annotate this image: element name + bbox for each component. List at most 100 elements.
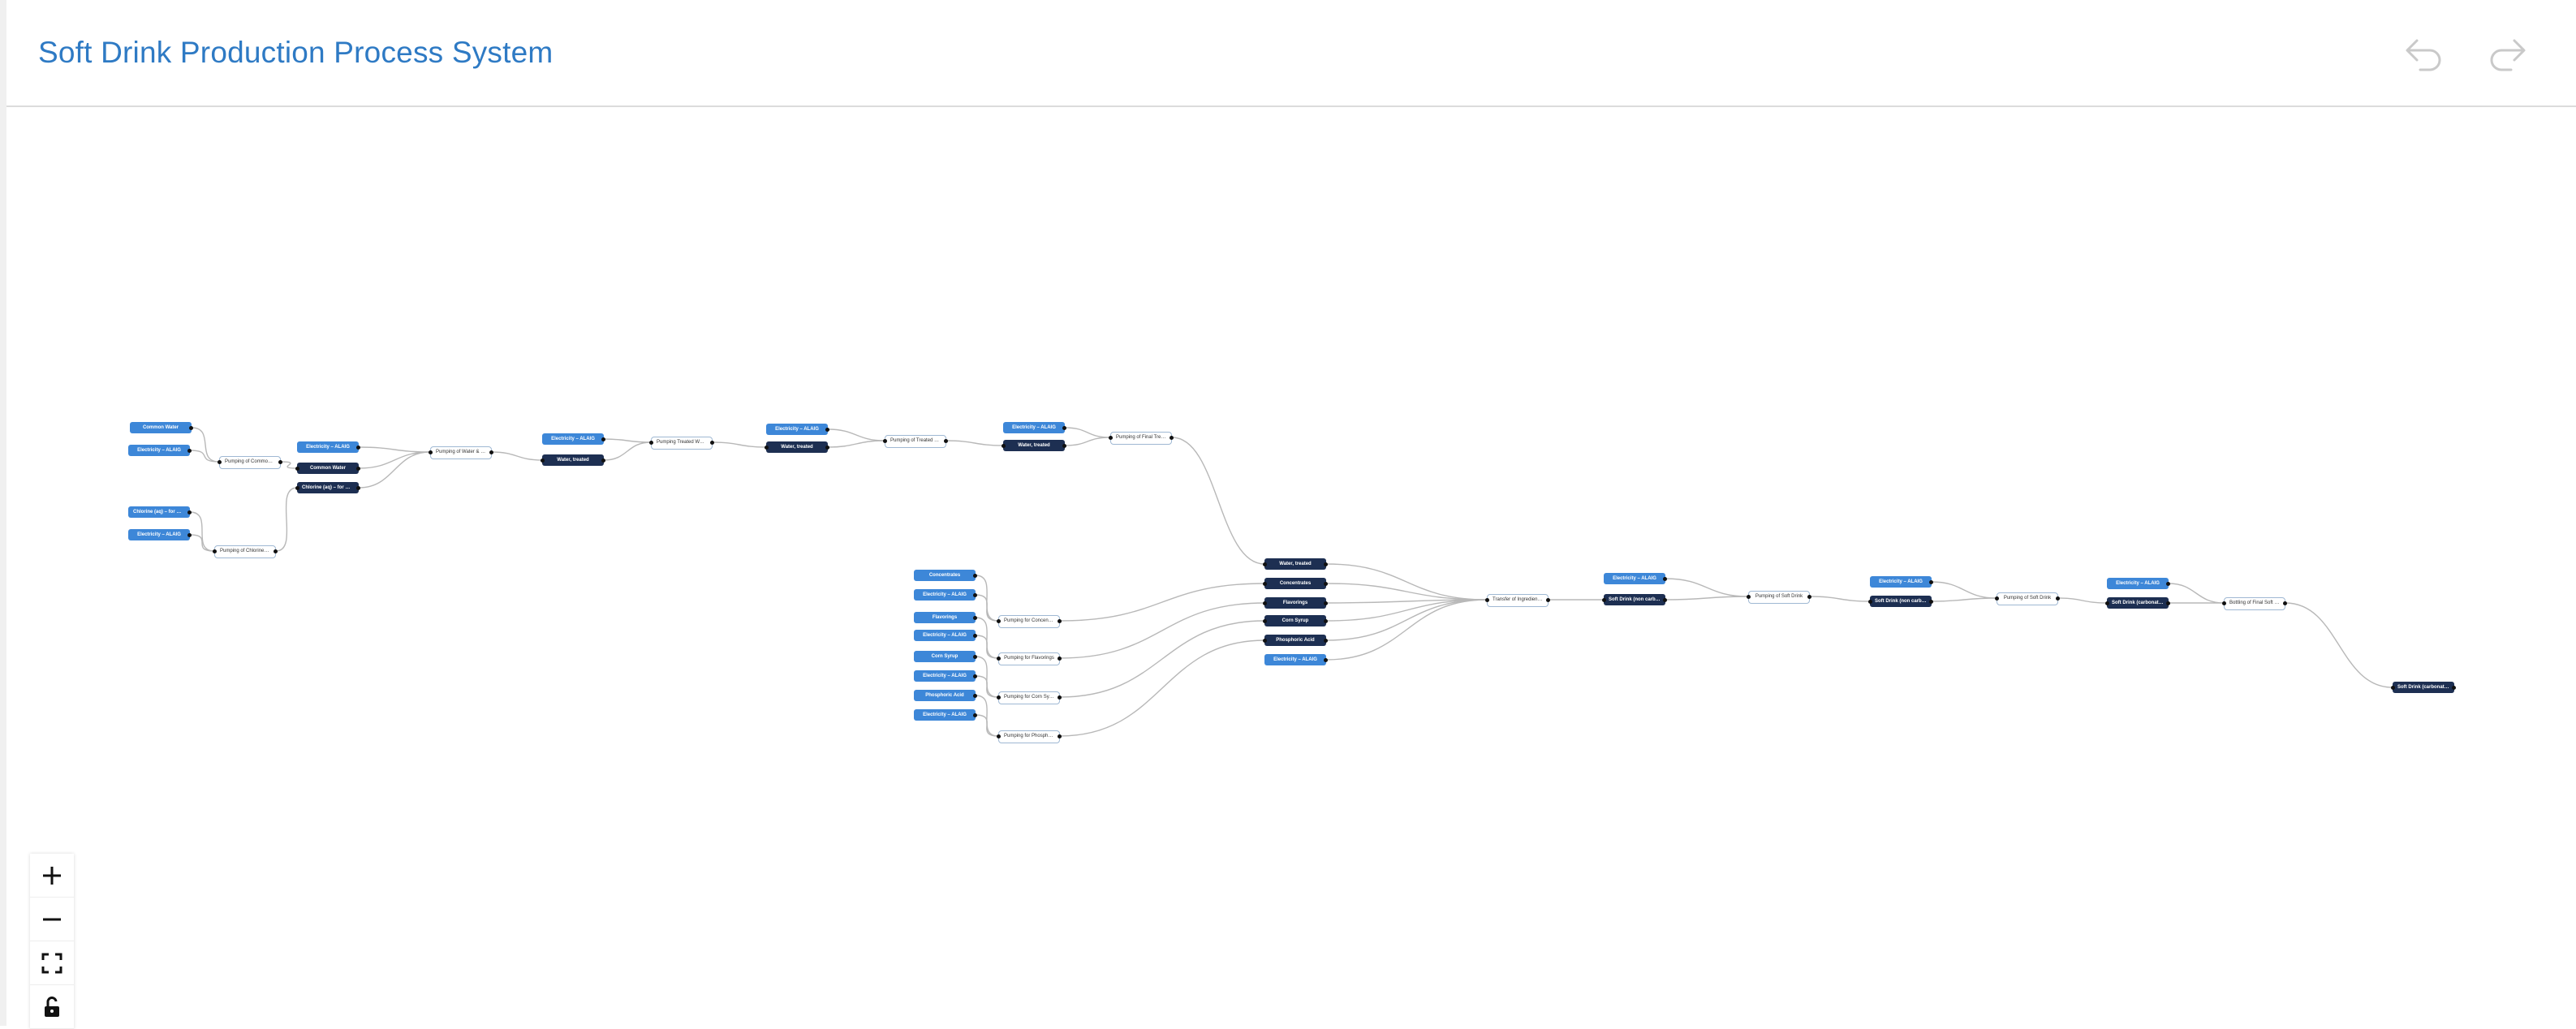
flow-node[interactable]: Water, treated — [1264, 558, 1326, 570]
input-port[interactable] — [1109, 435, 1113, 440]
process-node[interactable]: Pumping of Soft Drink — [1997, 592, 2058, 605]
resource-node[interactable]: Common Water — [130, 422, 192, 433]
output-port[interactable] — [1324, 638, 1328, 643]
output-port[interactable] — [1058, 618, 1062, 623]
edge[interactable] — [1325, 599, 1488, 641]
edge[interactable] — [1059, 639, 1265, 737]
resource-node[interactable]: Corn Syrup — [914, 651, 976, 662]
output-port[interactable] — [1663, 576, 1667, 581]
edge[interactable] — [1665, 578, 1749, 597]
output-port[interactable] — [710, 440, 714, 445]
fit-view-button[interactable] — [30, 941, 74, 985]
resource-node[interactable]: Electricity – ALAIG — [542, 433, 604, 445]
output-port[interactable] — [1663, 597, 1667, 602]
process-node[interactable]: Pumping of Common Water — [219, 456, 281, 469]
output-port[interactable] — [1058, 734, 1062, 738]
flow-node[interactable]: Soft Drink (carbonated) — [2393, 682, 2454, 693]
process-node[interactable]: Pumping of Treated Water — [885, 435, 946, 448]
edge[interactable] — [491, 451, 543, 461]
edge[interactable] — [975, 617, 999, 659]
output-port[interactable] — [1062, 425, 1066, 430]
output-port[interactable] — [2166, 601, 2170, 605]
output-port[interactable] — [601, 458, 605, 463]
resource-node[interactable]: Flavorings — [914, 612, 976, 623]
output-port[interactable] — [973, 615, 977, 620]
output-port[interactable] — [278, 459, 282, 464]
edge[interactable] — [946, 440, 1004, 446]
input-port[interactable] — [997, 734, 1001, 738]
edge[interactable] — [1171, 437, 1265, 565]
output-port[interactable] — [274, 549, 278, 553]
resource-node[interactable]: Electricity – ALAIG — [1003, 422, 1065, 433]
edge[interactable] — [189, 450, 220, 463]
output-port[interactable] — [973, 713, 977, 717]
edge[interactable] — [712, 441, 767, 448]
edge[interactable] — [975, 695, 999, 737]
edge[interactable] — [975, 635, 999, 659]
input-port[interactable] — [1263, 601, 1267, 605]
flow-node[interactable]: Phosphoric Acid — [1264, 635, 1326, 646]
resource-node[interactable]: Electricity – ALAIG — [914, 630, 976, 641]
resource-node[interactable]: Chlorine (aq) – for water treatment — [128, 506, 190, 518]
edge[interactable] — [1325, 563, 1488, 601]
edge[interactable] — [1325, 583, 1488, 601]
edge[interactable] — [280, 461, 298, 469]
process-node[interactable]: Pumping Treated Water — [651, 437, 713, 450]
resource-node[interactable]: Electricity – ALAIG — [914, 670, 976, 682]
output-port[interactable] — [825, 445, 829, 450]
lock-toggle-button[interactable] — [30, 985, 74, 1029]
output-port[interactable] — [2283, 601, 2287, 605]
output-port[interactable] — [1929, 579, 1933, 584]
input-port[interactable] — [1263, 618, 1267, 623]
flow-node[interactable]: Concentrates — [1264, 578, 1326, 589]
edge[interactable] — [975, 675, 999, 698]
input-port[interactable] — [997, 656, 1001, 661]
flow-node[interactable]: Water, treated — [542, 454, 604, 466]
edge[interactable] — [1931, 597, 1997, 602]
edge[interactable] — [1064, 427, 1111, 438]
process-node[interactable]: Pumping of Water & Chlorine — [430, 446, 492, 459]
resource-node[interactable]: Electricity – ALAIG — [2107, 578, 2169, 589]
output-port[interactable] — [1324, 581, 1328, 586]
output-port[interactable] — [1324, 562, 1328, 566]
output-port[interactable] — [601, 437, 605, 441]
output-port[interactable] — [489, 450, 493, 454]
flow-node[interactable]: Common Water — [297, 463, 359, 474]
input-port[interactable] — [2105, 601, 2109, 605]
output-port[interactable] — [356, 445, 360, 450]
zoom-out-button[interactable] — [30, 898, 74, 941]
flow-node[interactable]: Chlorine (aq) – for water treatment — [297, 482, 359, 493]
edge[interactable] — [1931, 581, 1997, 599]
output-port[interactable] — [187, 448, 192, 453]
resource-node[interactable]: Electricity – ALAIG — [914, 709, 976, 721]
output-port[interactable] — [973, 573, 977, 578]
output-port[interactable] — [973, 654, 977, 659]
input-port[interactable] — [1868, 599, 1872, 604]
edge[interactable] — [191, 427, 220, 463]
input-port[interactable] — [1002, 443, 1006, 448]
input-port[interactable] — [1747, 594, 1751, 599]
edge[interactable] — [975, 714, 999, 737]
input-port[interactable] — [2391, 685, 2395, 690]
flow-node[interactable]: Water, treated — [1003, 440, 1065, 451]
input-port[interactable] — [295, 485, 299, 490]
output-port[interactable] — [825, 427, 829, 432]
input-port[interactable] — [997, 618, 1001, 623]
zoom-in-button[interactable] — [30, 854, 74, 898]
resource-node[interactable]: Electricity – ALAIG — [766, 424, 828, 435]
flow-node[interactable]: Corn Syrup — [1264, 615, 1326, 626]
edge[interactable] — [358, 446, 431, 453]
process-node[interactable]: Pumping of Soft Drink — [1748, 591, 1810, 604]
output-port[interactable] — [2056, 596, 2060, 601]
output-port[interactable] — [187, 532, 192, 537]
flow-node[interactable]: Water, treated — [766, 441, 828, 453]
redo-button[interactable] — [2485, 29, 2531, 75]
edge[interactable] — [358, 451, 431, 489]
output-port[interactable] — [2452, 685, 2456, 690]
edge[interactable] — [1059, 620, 1265, 698]
edge[interactable] — [827, 440, 885, 448]
resource-node[interactable]: Phosphoric Acid — [914, 690, 976, 701]
resource-node[interactable]: Electricity – ALAIG — [297, 441, 359, 453]
input-port[interactable] — [2222, 601, 2226, 605]
